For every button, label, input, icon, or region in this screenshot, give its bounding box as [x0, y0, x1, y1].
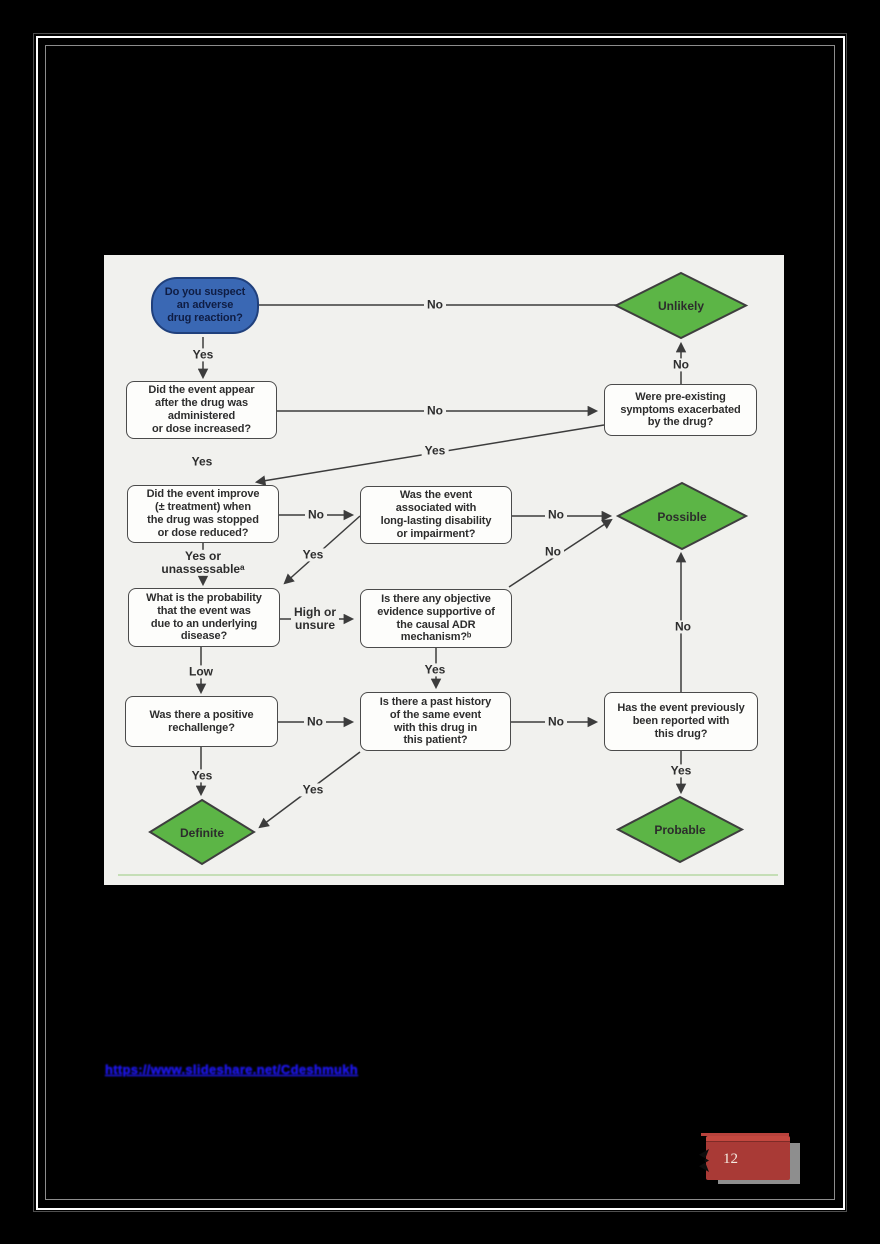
edge-label-disability-yes: Yes [299, 548, 327, 562]
node-event-improve: Did the event improve (± treatment) when… [127, 485, 279, 543]
node-disability: Was the event associated with long-lasti… [360, 486, 512, 544]
outcome-unlikely: Unlikely [657, 299, 705, 313]
node-previously-reported: Has the event previously been reported w… [604, 692, 758, 751]
edge-label-history-no: No [545, 715, 567, 729]
node-past-history: Is there a past history of the same even… [360, 692, 511, 751]
edge-label-disability-no: No [545, 508, 567, 522]
page-number: 12 [723, 1151, 738, 1167]
page-border-inner [45, 45, 835, 1200]
node-objective-evidence: Is there any objective evidence supporti… [360, 589, 512, 648]
edge-label-probability-low: Low [186, 665, 216, 679]
page-number-badge: 12 [706, 1136, 790, 1180]
outcome-possible: Possible [657, 510, 707, 524]
node-event-appear: Did the event appear after the drug was … [126, 381, 277, 439]
edge-label-rechallenge-no: No [304, 715, 326, 729]
node-probability-disease: What is the probability that the event w… [128, 588, 280, 647]
edge-label-probability-high: High or unsure [291, 605, 339, 633]
flowchart-connectors [148, 271, 749, 866]
edge-label-improve-no: No [305, 508, 327, 522]
page-border-white [36, 36, 845, 1210]
node-start-question: Do you suspect an adverse drug reaction? [151, 277, 259, 334]
edge-label-reported-yes: Yes [667, 764, 695, 778]
node-preexisting-symptoms: Were pre-existing symptoms exacerbated b… [604, 384, 757, 436]
source-hyperlink[interactable]: https://www.slideshare.net/Cdeshmukh [105, 1062, 359, 1077]
edge-label-evidence-no: No [542, 545, 564, 559]
edge-label-preexisting-no: No [670, 358, 692, 372]
page-number-topline [701, 1133, 789, 1136]
edge-label-improve-yes: Yes or unassessableᵃ [158, 549, 248, 577]
edge-label-reported-no: No [672, 620, 694, 634]
node-rechallenge: Was there a positive rechallenge? [125, 696, 278, 747]
edge-label-start-no: No [424, 298, 446, 312]
outcome-definite: Definite [179, 826, 225, 840]
edge-label-appear-yes: Yes [188, 455, 216, 469]
edge-label-start-yes: Yes [189, 348, 217, 362]
edge-label-evidence-yes: Yes [421, 663, 449, 677]
edge-label-rechallenge-yes: Yes [188, 769, 216, 783]
panel-bottom-rule [118, 874, 778, 876]
edge-label-history-yes: Yes [299, 783, 327, 797]
page-border-outer [33, 33, 847, 1212]
edge-label-preexisting-yes: Yes [421, 444, 449, 458]
outcome-probable: Probable [654, 823, 706, 837]
edge-label-appear-no: No [424, 404, 446, 418]
flowchart-panel: Do you suspect an adverse drug reaction?… [104, 255, 784, 885]
